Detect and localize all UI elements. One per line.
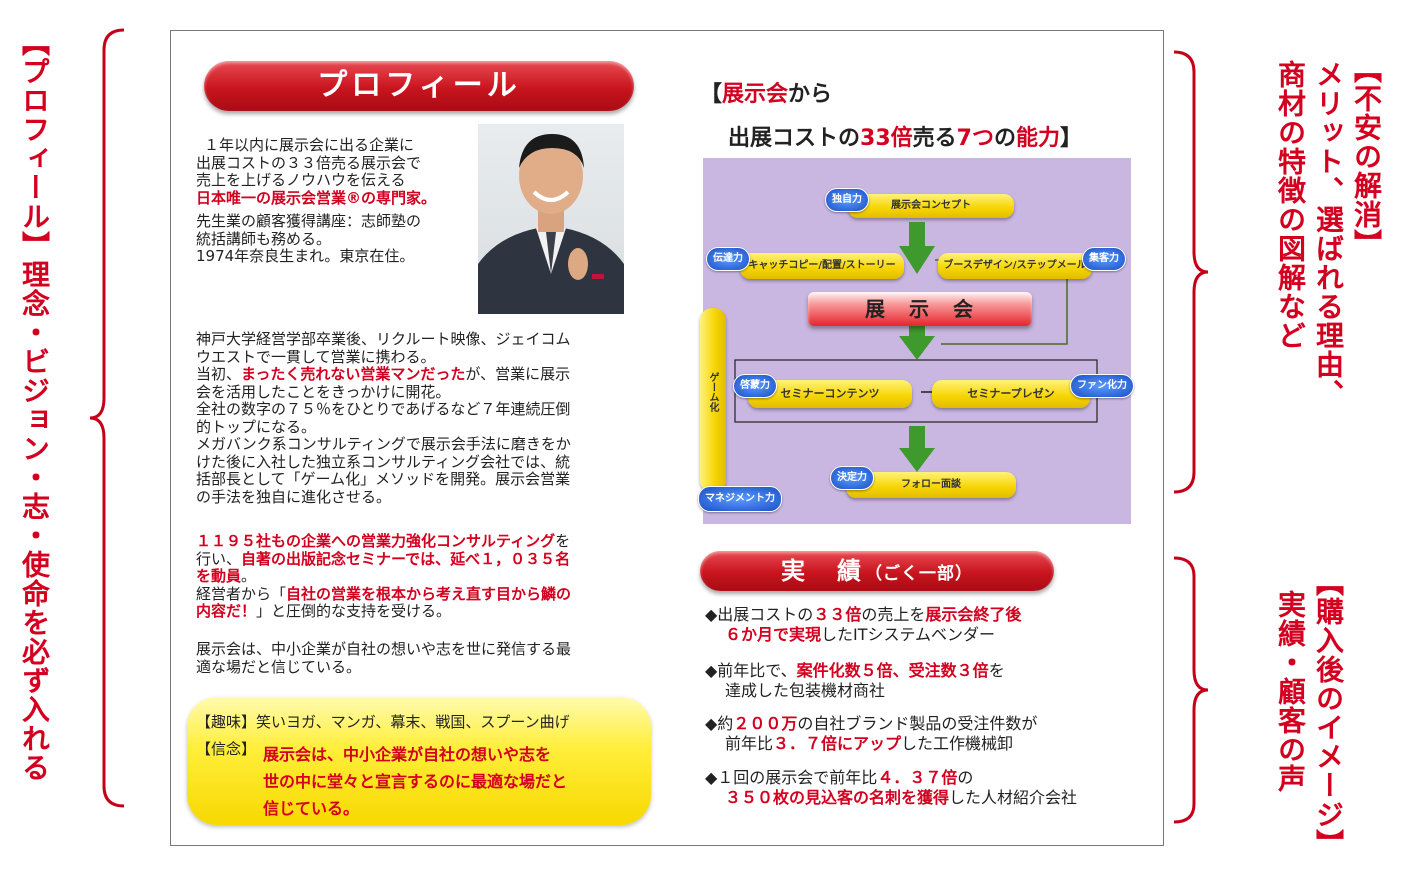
person-portrait-icon	[478, 134, 624, 314]
profile-title: プロフィール	[204, 61, 634, 111]
achievement-2: ◆前年比で、案件化数５倍、受注数３倍を 達成した包装機材商社	[705, 661, 1005, 700]
badge-keimou: 啓蒙力	[733, 374, 777, 398]
achievement-4: ◆１回の展示会で前年比４．３７倍の ３５０枚の見込客の名刺を獲得した人材紹介会社	[705, 768, 1078, 807]
side-label-right-top-3: 商材の特徴の図解など	[1274, 60, 1307, 350]
achievement-3: ◆約２００万の自社ブランド製品の受注件数が 前年比３．７倍にアップした工作機械卸	[705, 714, 1038, 753]
profile-career: 神戸大学経営学部卒業後、リクルート映像、ジェイコム ウエストで一貫して営業に携わ…	[196, 330, 571, 506]
box-tenjikai: 展 示 会	[808, 292, 1032, 326]
badge-fan: ファン化力	[1070, 374, 1134, 398]
profile-intro: １年以内に展示会に出る企業に 出展コストの３３倍売る展示会で 売上を上げるノウハ…	[196, 136, 437, 265]
badge-dentatsu: 伝達力	[706, 247, 750, 271]
hobby-belief-box	[187, 697, 651, 825]
game-bar	[700, 308, 726, 492]
profile-closing: 展示会は、中小企業が自社の想いや志を世に発信する最 適な場だと信じている。	[196, 640, 572, 676]
diagram-title-1: 【展示会から	[700, 82, 833, 107]
badge-dokuji: 独自力	[825, 188, 869, 212]
box-catchcopy: キャッチコピー/配置/ストーリー	[740, 253, 904, 279]
achievement-1: ◆出展コストの３３倍の売上を展示会終了後 ６か月で実現したITシステムベンダー	[705, 605, 1022, 644]
box-concept: 展示会コンセプト	[848, 194, 1014, 218]
side-label-right-bottom-2: 実績・顧客の声	[1274, 590, 1307, 793]
side-label-right-top-2: メリット、選ばれる理由、	[1312, 60, 1345, 408]
box-seminar-present: セミナープレゼン	[932, 380, 1090, 408]
belief-label: 【信念】	[196, 740, 257, 758]
badge-management: マネジメント力	[698, 486, 782, 512]
profile-photo	[478, 124, 624, 314]
right-brace-bottom	[1173, 556, 1209, 824]
side-label-right-top-1: 【不安の解消】	[1350, 55, 1383, 258]
right-brace-top	[1173, 50, 1209, 494]
side-label-right-bottom-1: 【購入後のイメージ】	[1312, 568, 1345, 858]
badge-shukyaku: 集客力	[1082, 247, 1126, 271]
belief-text: 展示会は、中小企業が自社の想いや志を 世の中に堂々と宣言するのに最適な場だと 信…	[263, 745, 568, 818]
box-booth: ブースデザイン/ステップメール	[938, 253, 1092, 279]
box-follow: フォロー面談	[846, 472, 1016, 498]
left-brace	[89, 28, 125, 808]
achievements-title: 実 績（ごく一部）	[700, 551, 1054, 591]
profile-results: １１９５社もの企業への営業力強化コンサルティングを 行い、自著の出版記念セミナー…	[196, 532, 572, 620]
side-label-left: 【プロフィール】理念・ビジョン・志・使命を必ず入れる	[18, 28, 51, 782]
hobby-line: 【趣味】笑いヨガ、マンガ、幕末、戦国、スプーン曲げ	[196, 713, 570, 731]
game-label: ゲーム化	[707, 372, 718, 412]
diagram-title-2: 出展コストの33倍売る7つの能力】	[728, 126, 1083, 151]
badge-kettei: 決定力	[830, 466, 874, 490]
